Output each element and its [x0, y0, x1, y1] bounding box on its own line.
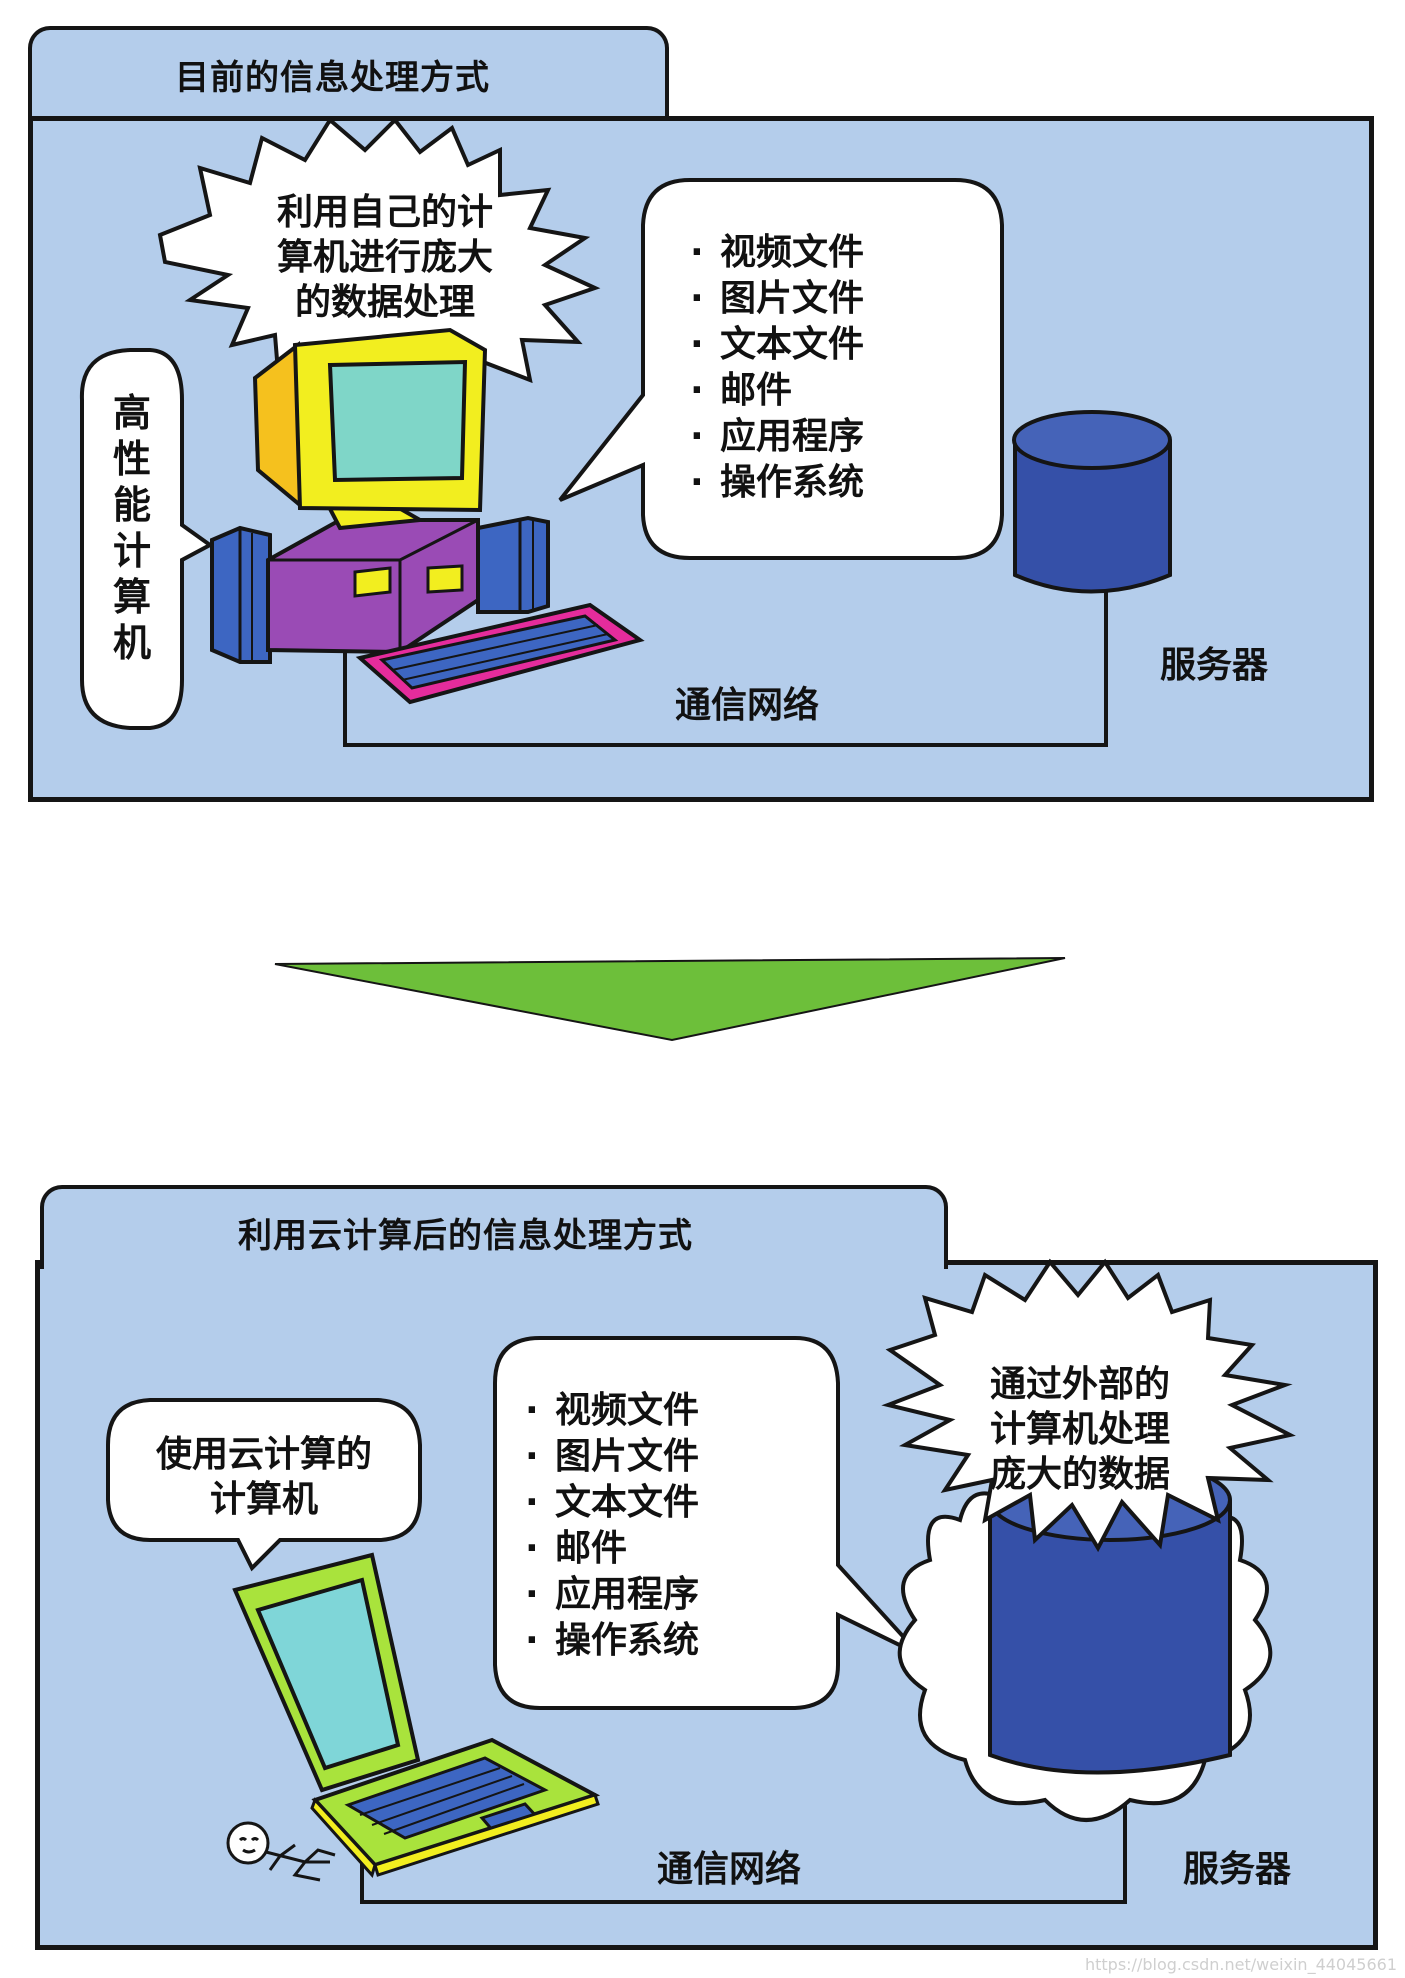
bottom-speech-line-2: 计算机 [209, 1479, 318, 1520]
bottom-burst-line-1: 通过外部的 [989, 1364, 1170, 1405]
top-burst-line-2: 算机进行庞大 [276, 237, 493, 278]
top-section-title: 目前的信息处理方式 [175, 58, 490, 98]
top-file-bubble [558, 178, 1004, 560]
bottom-file-bubble [493, 1336, 922, 1710]
list-item: ·邮件 [525, 1528, 628, 1569]
side-label-char: 机 [112, 621, 151, 665]
side-label-char: 能 [112, 483, 151, 527]
list-item: ·视频文件 [525, 1390, 700, 1431]
side-label-char: 性 [112, 437, 151, 481]
down-arrow [274, 957, 1066, 1042]
bottom-burst-line-3: 庞大的数据 [989, 1454, 1170, 1495]
desktop-computer-icon [210, 327, 645, 705]
bottom-file-list: ·视频文件 ·图片文件 ·文本文件 ·邮件 ·应用程序 ·操作系统 [525, 1388, 699, 1664]
side-label-char: 计 [112, 529, 151, 573]
list-item: ·操作系统 [525, 1620, 700, 1661]
list-item: ·文本文件 [525, 1482, 700, 1523]
bottom-server-label: 服务器 [1183, 1849, 1292, 1890]
top-server-label: 服务器 [1160, 645, 1269, 686]
top-network-line [343, 590, 1108, 747]
list-item: ·文本文件 [690, 324, 865, 365]
bottom-speech-bubble [106, 1398, 422, 1572]
list-item: ·视频文件 [690, 232, 865, 273]
list-item: ·图片文件 [525, 1436, 700, 1477]
bottom-speech-line-1: 使用云计算的 [155, 1434, 372, 1475]
top-side-bubble [79, 348, 214, 730]
bottom-section-tab [40, 1185, 948, 1269]
list-item: ·操作系统 [690, 462, 865, 503]
list-item: ·邮件 [690, 370, 793, 411]
bottom-network-label: 通信网络 [657, 1849, 802, 1890]
lying-person-icon [226, 1821, 336, 1882]
top-burst-line-3: 的数据处理 [294, 282, 475, 323]
side-label-char: 算 [112, 575, 151, 619]
bottom-section-title: 利用云计算后的信息处理方式 [238, 1216, 693, 1256]
list-item: ·应用程序 [690, 416, 865, 457]
top-side-label: 高 性 能 计 算 机 [98, 390, 166, 666]
top-burst-bubble [157, 116, 601, 406]
list-item: ·应用程序 [525, 1574, 700, 1615]
top-network-label: 通信网络 [675, 685, 820, 726]
top-section-tab [28, 26, 669, 126]
bottom-burst-line-2: 计算机处理 [989, 1409, 1170, 1450]
laptop-icon [232, 1552, 601, 1878]
side-label-char: 高 [112, 391, 151, 435]
top-file-list: ·视频文件 ·图片文件 ·文本文件 ·邮件 ·应用程序 ·操作系统 [690, 230, 864, 506]
watermark-text: https://blog.csdn.net/weixin_44045661 [1084, 1955, 1397, 1974]
bottom-burst-bubble [881, 1258, 1296, 1553]
list-item: ·图片文件 [690, 278, 865, 319]
top-server-icon [1012, 410, 1172, 594]
top-burst-line-1: 利用自己的计 [276, 192, 493, 233]
